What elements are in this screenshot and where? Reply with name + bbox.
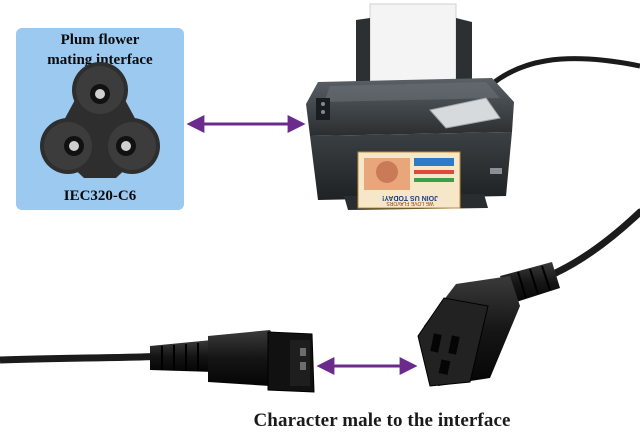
inset-caption: IEC320-C6 <box>63 188 137 204</box>
bottom-caption-text: Character male to the interface <box>253 410 511 431</box>
bottom-caption: Character male to the interface <box>0 410 640 432</box>
c13-connector <box>417 262 560 387</box>
photo-text-1: JOIN US TODAY! <box>382 194 438 201</box>
printer-paper <box>369 3 457 83</box>
c6-inset-panel: Plum flower mating interface <box>16 28 184 210</box>
inset-title-line2: mating interface <box>47 52 153 68</box>
inset-title-line1: Plum flower <box>60 32 140 48</box>
inset-title: Plum flower mating interface <box>16 30 184 70</box>
photo-text-2: WE LOVE FLAVORS <box>386 200 434 206</box>
main-cable-left <box>0 352 173 364</box>
cloverleaf-socket <box>40 62 160 178</box>
c6-socket-image <box>40 62 160 178</box>
printer-power-cable <box>490 56 640 86</box>
c14-connector <box>150 330 315 393</box>
printer-image: JOIN US TODAY! WE LOVE FLAVORS <box>306 3 514 210</box>
